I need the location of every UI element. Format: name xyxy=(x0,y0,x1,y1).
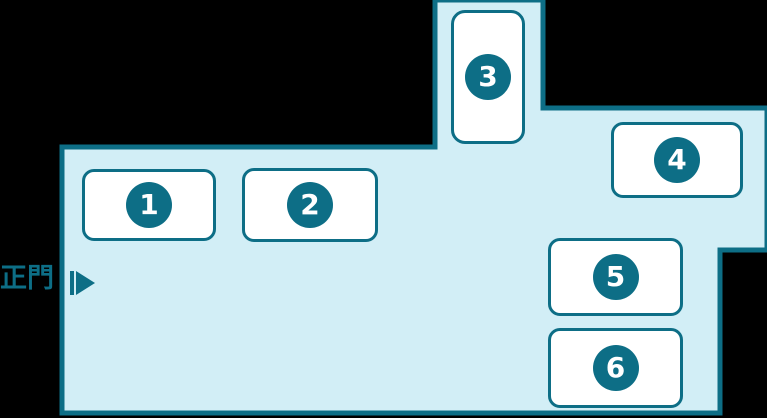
main-gate-label: 正門 xyxy=(0,263,54,294)
building-marker-4[interactable]: 4 xyxy=(611,122,743,198)
building-badge-5: 5 xyxy=(592,254,639,300)
building-badge-1: 1 xyxy=(126,182,172,228)
play-triangle-icon xyxy=(70,271,95,295)
building-badge-4: 4 xyxy=(654,137,700,183)
building-marker-6[interactable]: 6 xyxy=(548,328,683,408)
building-marker-1[interactable]: 1 xyxy=(82,169,216,241)
building-badge-6: 6 xyxy=(592,345,639,391)
building-marker-5[interactable]: 5 xyxy=(548,238,683,316)
building-badge-3: 3 xyxy=(465,54,511,100)
building-marker-2[interactable]: 2 xyxy=(242,168,378,242)
building-marker-3[interactable]: 3 xyxy=(451,10,525,144)
building-badge-2: 2 xyxy=(287,182,333,228)
